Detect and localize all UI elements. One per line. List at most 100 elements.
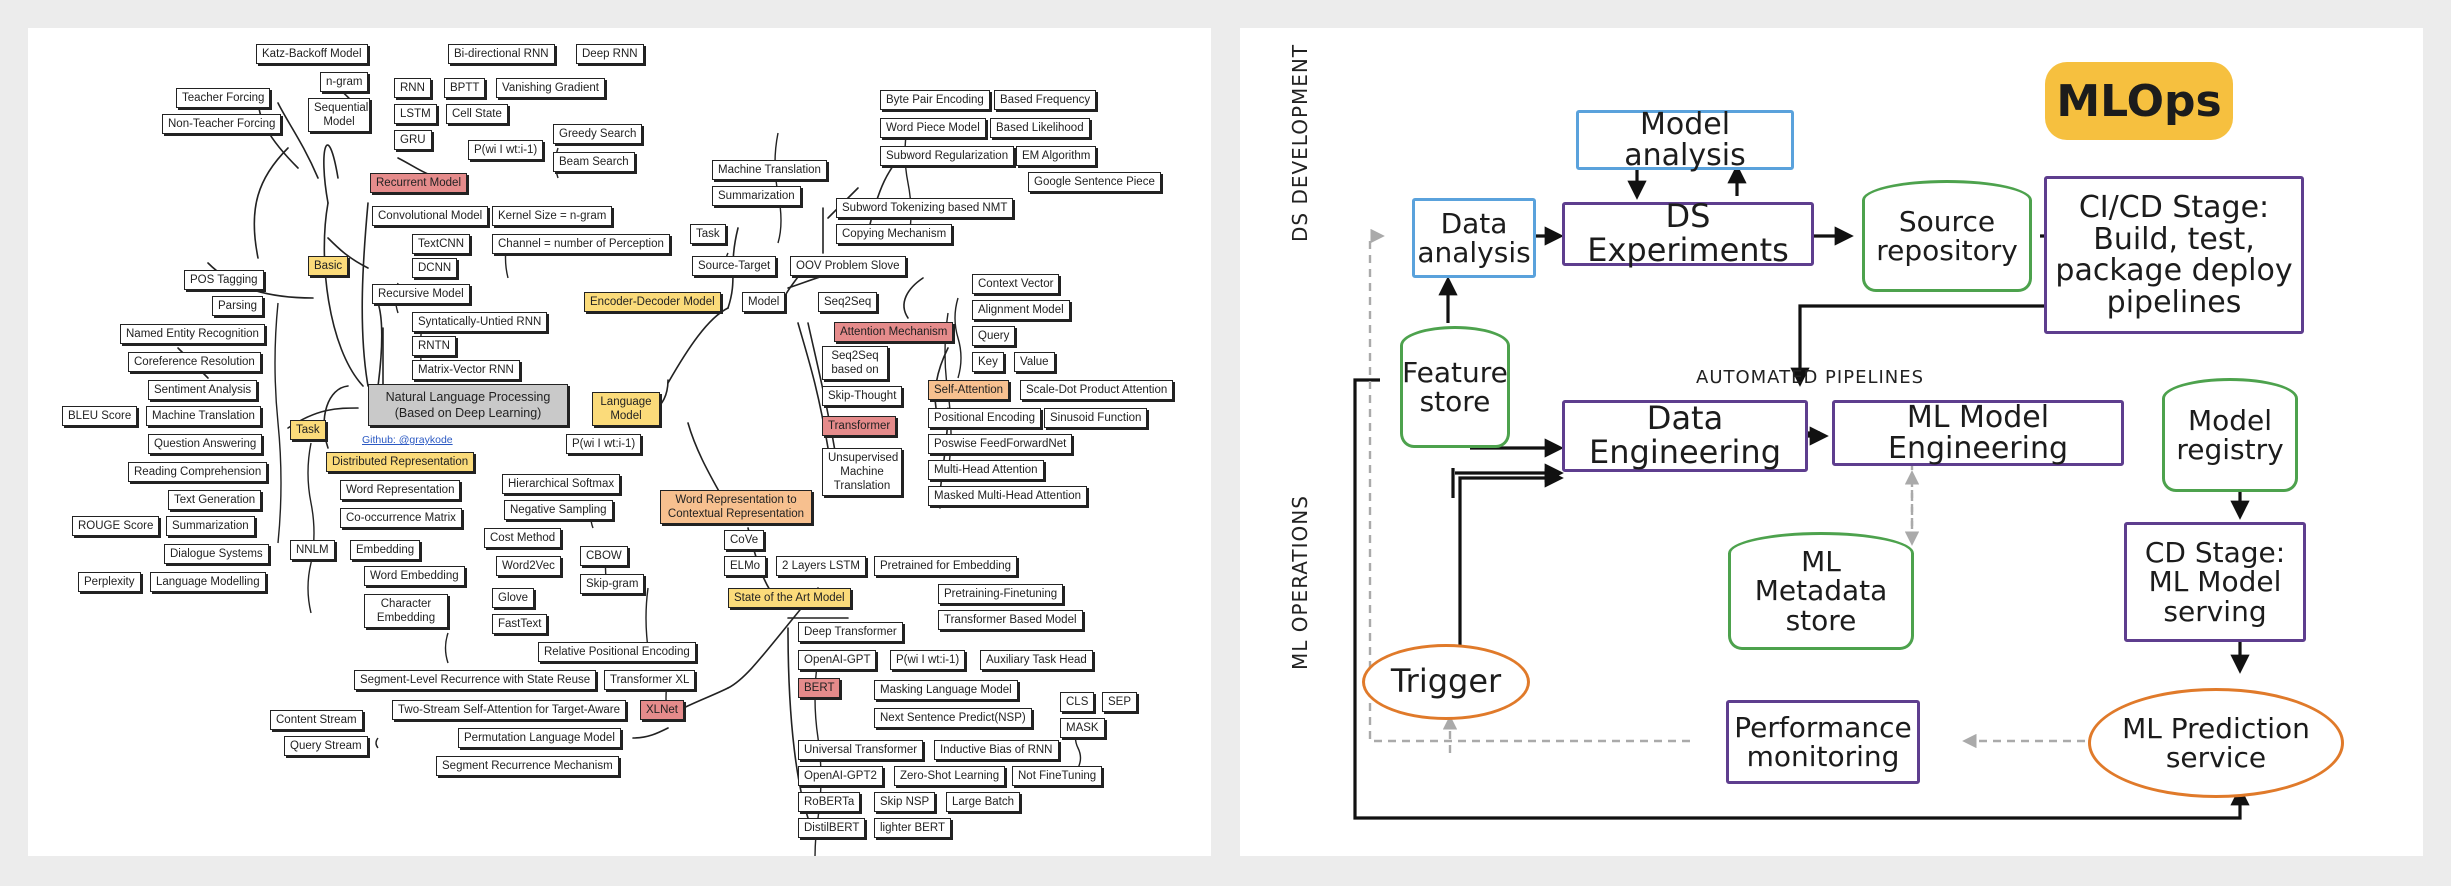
node-language-model: Language Model [592, 392, 660, 426]
node-language-modelling: Language Modelling [150, 572, 266, 592]
node-dialogue-systems: Dialogue Systems [164, 544, 269, 564]
node-word-piece: Word Piece Model [880, 118, 986, 138]
node-summarization-mid: Summarization [712, 186, 801, 206]
node-distilbert: DistilBERT [798, 818, 866, 838]
node-2-layers-lstm: 2 Layers LSTM [776, 556, 866, 576]
node-embedding: Embedding [350, 540, 421, 560]
node-oov: OOV Problem Slove [790, 256, 906, 276]
node-not-finetuning: Not FineTuning [1012, 766, 1103, 786]
node-nnlm: NNLM [290, 540, 335, 560]
node-cooccurrence-matrix: Co-occurrence Matrix [340, 508, 462, 528]
node-key: Key [972, 352, 1004, 372]
node-alignment-model: Alignment Model [972, 300, 1070, 320]
node-greedy-search: Greedy Search [553, 124, 643, 144]
node-sinusoid: Sinusoid Function [1044, 408, 1148, 428]
node-skipgram: Skip-gram [580, 574, 645, 594]
node-openai-gpt2: OpenAI-GPT2 [798, 766, 883, 786]
node-bpe: Byte Pair Encoding [880, 90, 990, 110]
node-transformer-based: Transformer Based Model [938, 610, 1083, 630]
performance-monitoring-box: Performance monitoring [1726, 700, 1920, 784]
node-kernel-size: Kernel Size = n-gram [492, 206, 613, 226]
node-nlp-root: Natural Language Processing (Based on De… [368, 384, 568, 426]
node-gru: GRU [394, 130, 432, 150]
node-dcnn: DCNN [412, 258, 458, 278]
node-question-answering: Question Answering [148, 434, 263, 454]
model-registry-box: Model registry [2162, 378, 2298, 492]
node-channel: Channel = number of Perception [492, 234, 670, 254]
node-pos-tagging: POS Tagging [184, 270, 264, 290]
node-attention-mechanism: Attention Mechanism [834, 322, 954, 342]
node-multi-head: Multi-Head Attention [928, 460, 1044, 480]
node-bidirectional-rnn: Bi-directional RNN [448, 44, 555, 64]
node-xlnet: XLNet [640, 700, 684, 720]
node-ngram: n-gram [320, 72, 369, 92]
node-two-stream: Two-Stream Self-Attention for Target-Awa… [392, 700, 627, 720]
node-convolutional-model: Convolutional Model [372, 206, 489, 226]
ml-metadata-store-box: ML Metadata store [1728, 532, 1914, 650]
model-analysis-box: Model analysis [1576, 108, 1794, 171]
automated-pipelines-label: AUTOMATED PIPELINES [1696, 367, 1925, 388]
node-universal-transformer: Universal Transformer [798, 740, 924, 760]
node-hierarchical-softmax: Hierarchical Softmax [502, 474, 621, 494]
cd-stage-box: CD Stage: ML Model serving [2124, 522, 2306, 642]
node-auxiliary-task: Auxiliary Task Head [980, 650, 1093, 670]
node-p-wi-1: P(wi I wt:i-1) [468, 140, 544, 160]
node-vanishing-gradient: Vanishing Gradient [496, 78, 605, 98]
node-non-teacher-forcing: Non-Teacher Forcing [162, 114, 282, 134]
node-machine-translation-mid: Machine Translation [712, 160, 827, 180]
node-inductive-bias: Inductive Bias of RNN [934, 740, 1059, 760]
node-scale-dot: Scale-Dot Product Attention [1020, 380, 1174, 400]
ds-development-label: DS DEVELOPMENT [1288, 43, 1312, 242]
node-distributed-representation: Distributed Representation [326, 452, 475, 472]
node-em-algorithm: EM Algorithm [1016, 146, 1097, 166]
ml-model-engineering-box: ML Model Engineering [1832, 400, 2124, 466]
node-katz-backoff: Katz-Backoff Model [256, 44, 368, 64]
ml-prediction-service-ellipse: ML Prediction service [2088, 688, 2344, 798]
node-query: Query [972, 326, 1016, 346]
node-openai-gpt: OpenAI-GPT [798, 650, 877, 670]
node-deep-transformer: Deep Transformer [798, 622, 903, 642]
node-unsupervised-mt: Unsupervised Machine Translation [822, 448, 902, 496]
github-link[interactable]: Github: @graykode [362, 434, 453, 446]
node-large-batch: Large Batch [946, 792, 1021, 812]
node-reading-comprehension: Reading Comprehension [128, 462, 268, 482]
node-query-stream: Query Stream [284, 736, 368, 756]
node-sep: SEP [1102, 692, 1138, 712]
node-transformer-xl: Transformer XL [604, 670, 696, 690]
node-seq2seq-based: Seq2Seq based on [822, 346, 888, 380]
node-value: Value [1014, 352, 1055, 372]
node-cove: CoVe [724, 530, 765, 550]
node-machine-translation-left: Machine Translation [146, 406, 261, 426]
nlp-mindmap-panel: Katz-Backoff Model Bi-directional RNN De… [28, 28, 1211, 856]
node-word2vec: Word2Vec [496, 556, 561, 576]
node-deep-rnn: Deep RNN [576, 44, 644, 64]
node-cost-method: Cost Method [484, 528, 562, 548]
node-recurrent-model: Recurrent Model [370, 173, 468, 193]
node-model: Model [742, 292, 786, 312]
node-copying-mechanism: Copying Mechanism [836, 224, 953, 244]
node-basic: Basic [308, 256, 349, 276]
node-relative-positional: Relative Positional Encoding [538, 642, 696, 662]
node-segment-recurrence-mech: Segment Recurrence Mechanism [436, 756, 619, 776]
node-character-embedding: Character Embedding [364, 594, 448, 628]
node-word-representation: Word Representation [340, 480, 461, 500]
node-context-vector: Context Vector [972, 274, 1060, 294]
node-negative-sampling: Negative Sampling [504, 500, 613, 520]
node-sequential-model: Sequential Model [308, 98, 370, 132]
node-matrix-vector-rnn: Matrix-Vector RNN [412, 360, 520, 380]
node-syntatically-untied-rnn: Syntatically-Untied RNN [412, 312, 548, 332]
node-fasttext: FastText [492, 614, 548, 634]
node-perplexity: Perplexity [78, 572, 141, 592]
node-lstm: LSTM [394, 104, 437, 124]
node-rouge-score: ROUGE Score [72, 516, 160, 536]
node-coreference: Coreference Resolution [128, 352, 261, 372]
feature-store-box: Feature store [1400, 326, 1510, 448]
mlops-arrows [1353, 156, 2280, 820]
node-cls: CLS [1060, 692, 1095, 712]
node-beam-search: Beam Search [553, 152, 635, 172]
node-segment-level-recurrence: Segment-Level Recurrence with State Reus… [354, 670, 597, 690]
node-subword-regularization: Subword Regularization [880, 146, 1015, 166]
node-text-generation: Text Generation [168, 490, 262, 510]
node-mask: MASK [1060, 718, 1105, 738]
node-sentiment-analysis: Sentiment Analysis [148, 380, 258, 400]
